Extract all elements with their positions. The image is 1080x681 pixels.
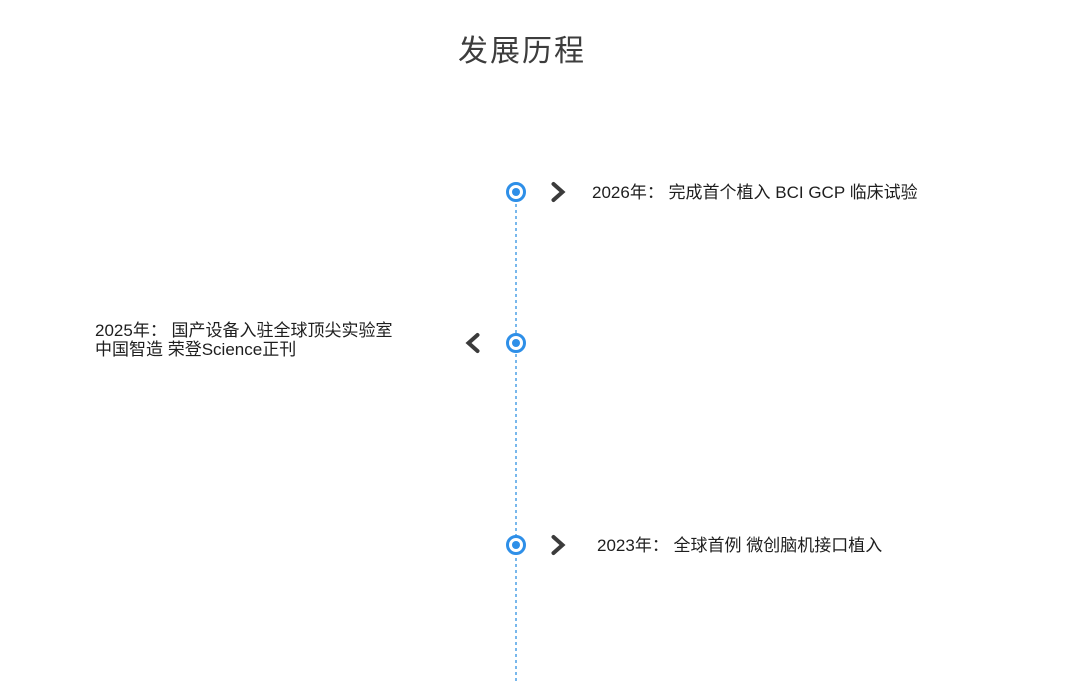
timeline-node-dot [512, 188, 520, 196]
timeline-node-2026 [506, 182, 526, 202]
timeline-item-2025-line2: 中国智造 荣登Science正刊 [95, 340, 297, 359]
page-title: 发展历程 [458, 35, 586, 68]
timeline-node-2023 [506, 535, 526, 555]
timeline-item-2025-text: 2025年： 国产设备入驻全球顶尖实验室 中国智造 荣登Science正刊 [95, 321, 445, 359]
chevron-right-icon [550, 534, 566, 556]
timeline-dashed-line [515, 192, 517, 681]
chevron-left-icon [465, 332, 481, 354]
timeline-item-2023-text: 2023年： 全球首例 微创脑机接口植入 [597, 536, 883, 555]
chevron-right-icon [550, 181, 566, 203]
timeline-node-2025 [506, 333, 526, 353]
timeline-node-dot [512, 339, 520, 347]
timeline-item-2026-text: 2026年： 完成首个植入 BCI GCP 临床试验 [592, 183, 918, 202]
timeline-node-dot [512, 541, 520, 549]
timeline-item-2025-line1: 2025年： 国产设备入驻全球顶尖实验室 [95, 321, 393, 340]
